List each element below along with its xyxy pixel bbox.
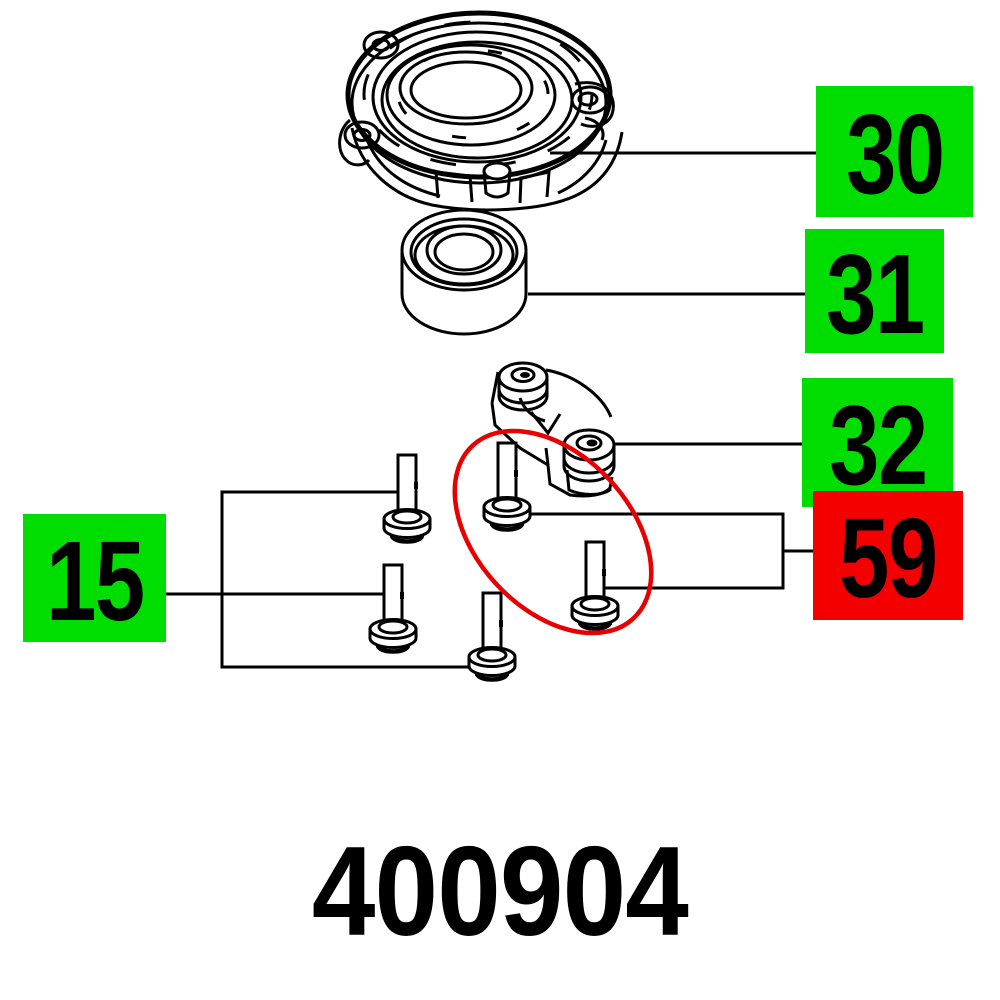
callout-box-31[interactable]: 31: [805, 229, 944, 353]
callout-box-15[interactable]: 15: [23, 514, 166, 642]
screw-15-c: [469, 593, 515, 680]
callout-label: 30: [845, 91, 945, 217]
callout-label: 59: [839, 495, 938, 621]
screw-59-a: [484, 443, 530, 530]
callout-label: 32: [828, 382, 928, 508]
screw-15-b: [370, 565, 416, 652]
bracket-line-59: [529, 512, 785, 590]
highlight-ellipse: [452, 428, 654, 636]
part-drawing-bearing-31: [400, 208, 822, 336]
callout-label: 15: [45, 517, 145, 644]
callout-box-32[interactable]: 32: [802, 378, 953, 507]
callout-lines: [158, 490, 831, 669]
callout-box-30[interactable]: 30: [816, 86, 973, 217]
callout-box-59-highlighted[interactable]: 59: [813, 491, 963, 620]
part-drawing-flange-30: [338, 10, 831, 212]
drawing-number: 400904: [311, 820, 689, 962]
screw-15-a: [384, 455, 430, 542]
part-drawing-bracket-32: [490, 361, 816, 498]
callout-label: 31: [825, 230, 925, 357]
screw-59-b: [572, 542, 618, 629]
screws-group-15: [370, 455, 515, 680]
bracket-line-15: [220, 490, 470, 669]
